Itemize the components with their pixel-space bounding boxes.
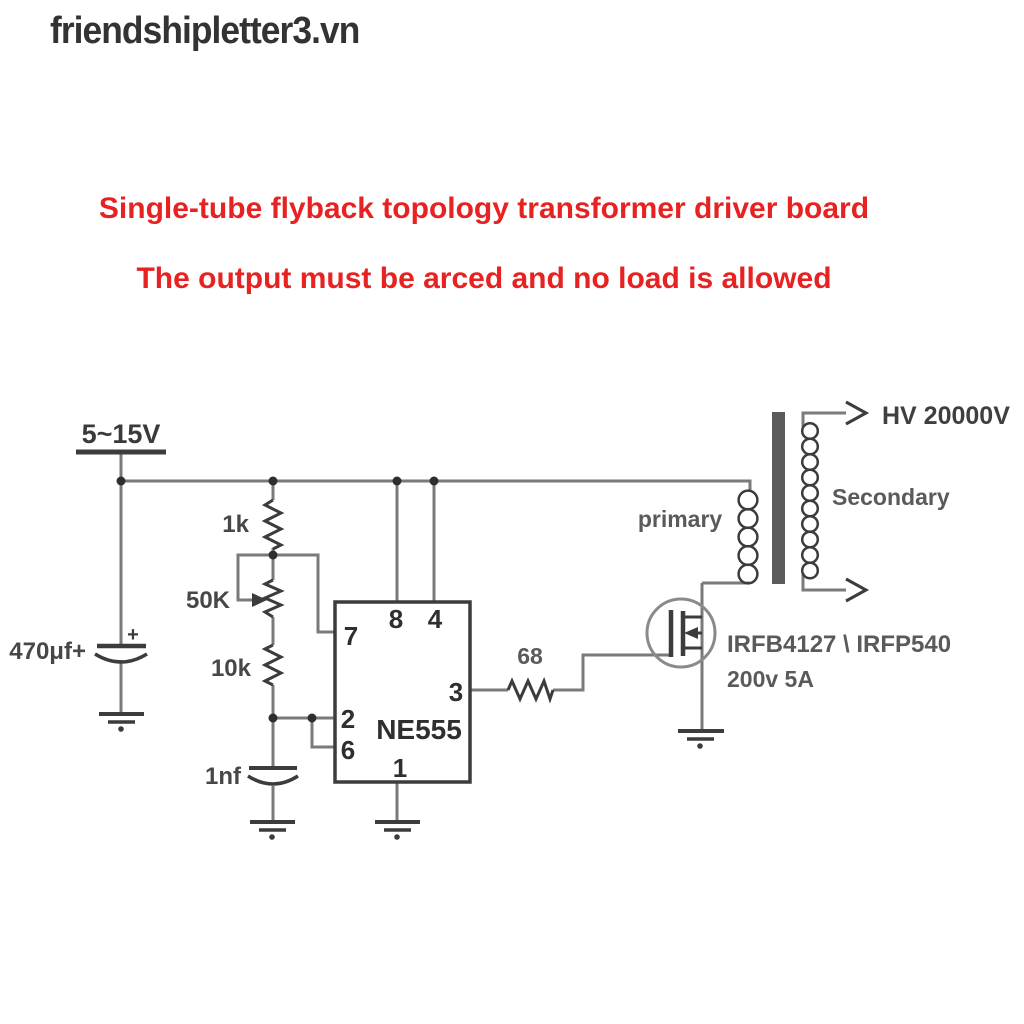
- pin-1-label: 1: [393, 753, 407, 783]
- watermark-text: friendshipletter3.vn: [50, 10, 360, 52]
- gate-resistor-68: 68: [506, 643, 555, 704]
- heading-line-1: Single-tube flyback topology transformer…: [98, 192, 870, 225]
- pin-2-label: 2: [341, 704, 355, 734]
- ne555-ic: 7 8 4 3 2 6 1 NE555: [333, 600, 472, 784]
- pin-3-label: 3: [449, 677, 463, 707]
- hv-return-arrow-icon: [845, 577, 870, 603]
- junction-dots: [116, 476, 439, 723]
- heading-line-2: The output must be arced and no load is …: [136, 262, 832, 295]
- pin-7-label: 7: [344, 621, 358, 651]
- capacitor-plus-mark: +: [127, 624, 139, 646]
- resistor-1k-label: 1k: [222, 511, 249, 538]
- secondary-label: Secondary: [832, 484, 950, 510]
- ic-name-label: NE555: [376, 714, 462, 745]
- input-capacitor-label: 470μf+: [9, 638, 86, 665]
- primary-winding: [737, 489, 759, 585]
- resistor-1k: 1k: [222, 498, 285, 551]
- circuit-wires: [119, 411, 846, 820]
- mosfet-part-label: IRFB4127 \ IRFP540: [727, 631, 951, 658]
- mosfet-body-circle: [645, 597, 717, 669]
- wiper-arrow-icon: [252, 593, 267, 607]
- potentiometer-50k: 50K: [186, 578, 285, 619]
- pin-8-label: 8: [389, 604, 403, 634]
- mosfet-arrow-icon: [684, 627, 698, 639]
- timing-capacitor-label: 1nf: [205, 763, 242, 790]
- ground-symbol-input-cap: [99, 712, 144, 732]
- potentiometer-label: 50K: [186, 587, 231, 614]
- transformer: primary Secondary HV 20000V: [638, 400, 1010, 603]
- resistor-10k-label: 10k: [211, 655, 252, 682]
- pin-4-label: 4: [428, 604, 443, 634]
- ground-symbol-mosfet: [678, 729, 724, 749]
- mosfet: IRFB4127 \ IRFP540 200v 5A: [645, 597, 951, 692]
- transformer-core: [772, 412, 785, 584]
- hv-output-label: HV 20000V: [882, 402, 1010, 430]
- primary-label: primary: [638, 506, 723, 532]
- pin-6-label: 6: [341, 735, 355, 765]
- resistor-10k: 10k: [211, 643, 285, 687]
- gate-resistor-label: 68: [517, 643, 543, 669]
- hv-output-arrow-icon: [845, 400, 870, 426]
- mosfet-rating-label: 200v 5A: [727, 666, 814, 692]
- secondary-winding: [800, 421, 820, 580]
- ground-symbol-ic: [375, 820, 420, 840]
- timing-capacitor-1nf: 1nf: [205, 763, 299, 790]
- supply-label: 5~15V: [82, 419, 161, 449]
- ground-symbol-timing-cap: [250, 820, 295, 840]
- input-capacitor: + 470μf+: [9, 624, 148, 665]
- supply-terminal: 5~15V: [76, 419, 166, 455]
